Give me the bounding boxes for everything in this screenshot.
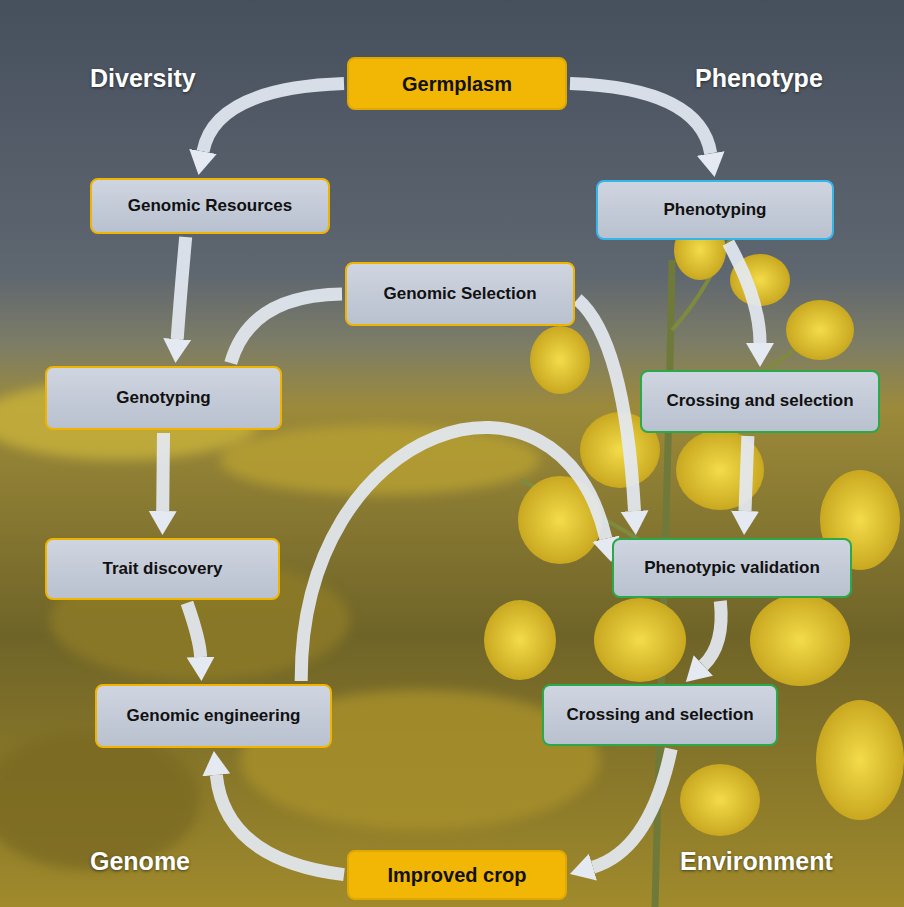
flow-arrow	[203, 84, 344, 152]
corner-label: Diversity	[90, 64, 196, 93]
box-label: Genomic Resources	[128, 196, 292, 216]
stage-box: Improved crop	[347, 850, 567, 900]
process-box: Crossing and selection	[640, 370, 880, 433]
corner-label: Genome	[90, 847, 190, 876]
process-box: Crossing and selection	[542, 684, 778, 746]
flow-arrow	[216, 775, 344, 875]
flow-arrow	[745, 436, 748, 511]
corner-label: Phenotype	[695, 64, 823, 93]
process-box: Genomic engineering	[95, 684, 332, 748]
box-label: Crossing and selection	[566, 705, 753, 725]
box-label: Phenotypic validation	[644, 558, 820, 578]
box-label: Genotyping	[116, 388, 210, 408]
flow-arrow	[231, 294, 342, 363]
flow-arrow	[593, 749, 671, 867]
stage-box: Germplasm	[347, 57, 567, 110]
box-label: Crossing and selection	[666, 391, 853, 411]
process-box: Genotyping	[45, 366, 282, 430]
process-box: Trait discovery	[45, 538, 280, 600]
box-label: Germplasm	[402, 72, 512, 96]
corner-label: Environment	[680, 847, 833, 876]
process-box: Genomic Resources	[90, 178, 330, 234]
box-label: Phenotyping	[664, 200, 767, 220]
flow-arrow	[187, 603, 201, 657]
flow-arrow	[301, 428, 606, 681]
box-label: Genomic Selection	[383, 284, 536, 304]
process-box: Phenotyping	[596, 180, 834, 240]
flow-arrow	[156, 433, 170, 511]
flow-arrow	[728, 243, 760, 343]
process-box: Phenotypic validation	[612, 538, 852, 598]
flow-arrow	[703, 601, 721, 666]
flow-arrow	[177, 237, 186, 339]
flow-arrow	[570, 84, 711, 154]
box-label: Trait discovery	[102, 559, 222, 579]
box-label: Genomic engineering	[127, 706, 301, 726]
process-box: Genomic Selection	[345, 262, 575, 326]
box-label: Improved crop	[388, 863, 527, 887]
